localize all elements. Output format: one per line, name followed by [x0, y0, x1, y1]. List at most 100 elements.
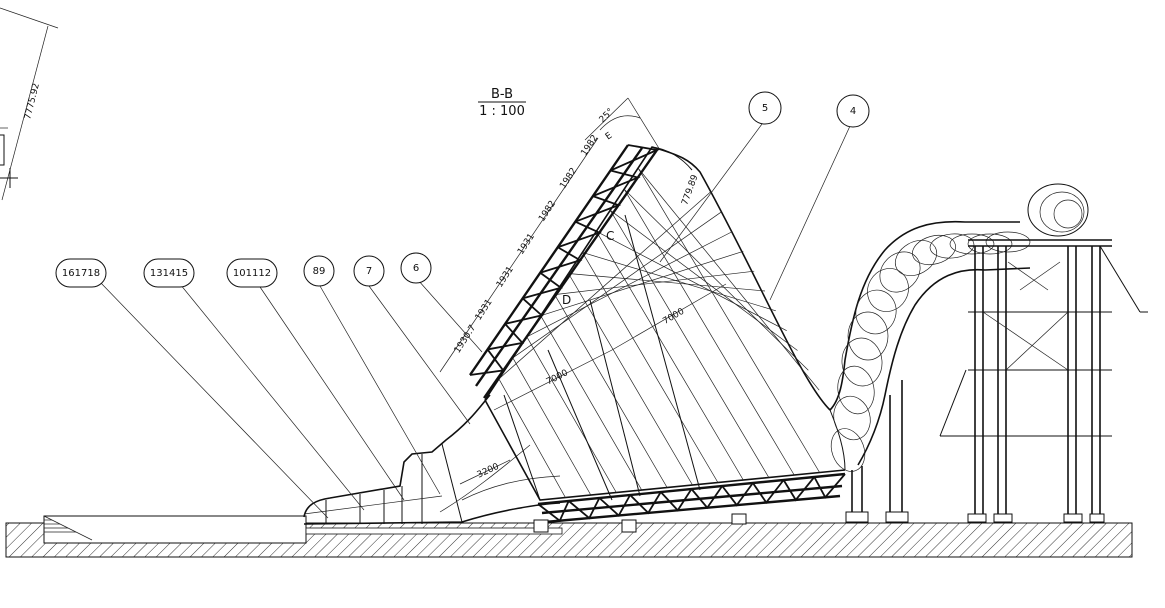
callout-7: 7 [353, 255, 385, 287]
cone-generator-line [512, 211, 722, 359]
cone-generator-line [554, 270, 755, 295]
dim-segment: 1982 [537, 199, 558, 224]
truss-member [592, 169, 641, 197]
duct-ring [833, 395, 871, 441]
truss-member [575, 195, 622, 223]
truss-member [522, 272, 563, 300]
diffuser-cone [484, 146, 846, 501]
cone-generator-line [637, 167, 820, 473]
svg-text:6: 6 [413, 263, 419, 274]
lower-truss [533, 472, 846, 533]
truss-member [660, 488, 693, 512]
truss-member [721, 482, 754, 507]
letter-d: D [562, 293, 571, 307]
dim-top-left: 7775.92 [23, 82, 42, 121]
section-scale: 1 : 100 [479, 104, 525, 119]
dim-cone-upper: 7000 [661, 307, 686, 327]
cone-generator-line [623, 189, 795, 476]
cone-generator-line [595, 231, 744, 481]
cone-generator-line [609, 210, 770, 478]
truss-member [557, 220, 602, 249]
support-frame [845, 239, 1148, 523]
duct-ring [847, 311, 889, 361]
dim-segment: 1982 [580, 133, 601, 158]
truss-member [469, 348, 505, 376]
cone-generator-line [568, 273, 693, 486]
svg-text:7: 7 [366, 266, 372, 277]
truss-member [487, 323, 525, 351]
svg-text:4: 4 [850, 106, 856, 117]
callout-89: 89 [303, 255, 335, 287]
callout-leaders [99, 123, 851, 519]
dim-edge: 779.89 [680, 173, 700, 206]
truss-member [813, 473, 846, 499]
cone-generator-line [637, 167, 820, 391]
cone-generator-line [582, 252, 719, 483]
truss-member [690, 485, 723, 510]
dim-segment: 1982 [558, 166, 579, 191]
cone-generator-line [554, 294, 668, 488]
ground-slab [5, 515, 1133, 558]
duct-ring [830, 428, 866, 472]
dim-segment: 1931 [516, 232, 537, 257]
svg-text:161718: 161718 [62, 268, 100, 279]
callout-131415: 131415 [143, 258, 195, 288]
duct-ring [894, 239, 938, 277]
truss-member [752, 479, 785, 505]
cone-generator-line [623, 188, 809, 371]
dim-segment: 1931 [495, 265, 516, 290]
truss-member [598, 494, 631, 517]
duct-ring [912, 234, 956, 266]
outlet-duct [829, 183, 1089, 472]
callouts: 161718 131415 101112 89 7 6 5 4 [55, 91, 870, 288]
duct-ring [985, 231, 1031, 253]
callout-4: 4 [836, 94, 870, 128]
cone-generators [498, 167, 820, 498]
cone-generator-line [512, 357, 592, 496]
svg-text:131415: 131415 [150, 268, 188, 279]
callout-161718: 161718 [55, 258, 107, 288]
callout-5: 5 [748, 91, 782, 125]
duct-ring [879, 251, 921, 293]
duct-ring [867, 268, 909, 312]
truss-member [782, 476, 815, 502]
truss-member [610, 144, 661, 172]
cone-generator-line [568, 273, 766, 292]
svg-text:89: 89 [313, 266, 326, 277]
cone-generator-line [526, 336, 617, 493]
partial-view-top-left: 7775.92 [0, 7, 59, 201]
cone-generator-line [498, 191, 712, 380]
duct-ring [949, 233, 995, 255]
duct-ring [841, 337, 883, 387]
dim-segment: 1930.7 [453, 323, 479, 355]
letter-c: C [606, 229, 614, 243]
duct-ring [929, 233, 975, 259]
duct-ring [837, 365, 875, 415]
cone-generator-line [610, 210, 798, 351]
dim-segment: 1931 [474, 298, 495, 323]
truss-member [629, 491, 662, 515]
inlet-channel [303, 394, 561, 525]
callout-101112: 101112 [226, 258, 278, 288]
truss-member [568, 497, 601, 520]
dim-angle: 25° [598, 107, 616, 125]
dim-e-mark: E [604, 131, 615, 143]
duct-ring [855, 289, 897, 335]
truss-member [539, 246, 583, 274]
cone-generator-line [540, 250, 744, 317]
svg-text:5: 5 [762, 103, 768, 114]
dim-base: 3200 [476, 462, 501, 481]
truss-member [537, 500, 570, 523]
callout-6: 6 [400, 252, 432, 284]
cone-generator-line [526, 231, 733, 338]
svg-text:101112: 101112 [233, 268, 271, 279]
cone-generator-line [498, 378, 566, 498]
truss-member [504, 297, 544, 325]
section-title-text: B-B [491, 87, 513, 102]
duct-ring [967, 233, 1013, 255]
upper-truss [469, 144, 661, 399]
cone-generator-line [596, 230, 787, 332]
section-title: B-B 1 : 100 [478, 87, 526, 119]
